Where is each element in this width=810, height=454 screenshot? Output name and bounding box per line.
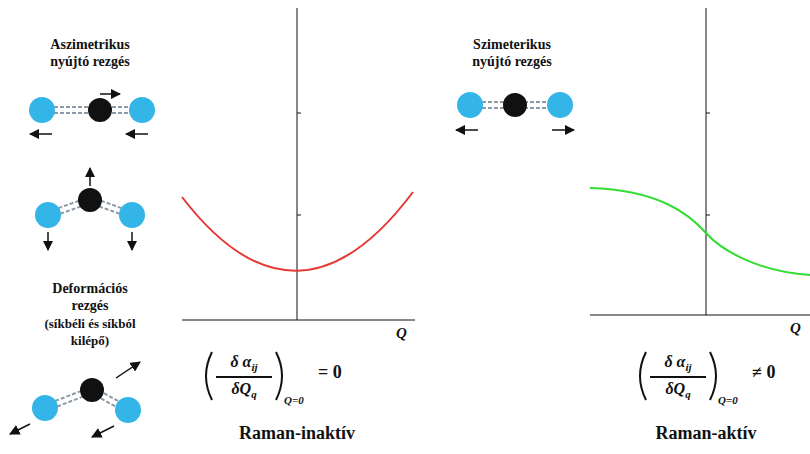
molecule-asymmetric [29, 94, 155, 134]
formula-part: ≠ 0 [752, 364, 775, 381]
formula-subscript: q [251, 385, 257, 403]
formula-part: = 0 [318, 364, 342, 381]
formula-part: δ α [664, 353, 685, 371]
plot-inactive [182, 8, 415, 320]
formula-row: δ αij [664, 353, 691, 372]
mode-heading: Deformációs rezgés [38, 280, 142, 314]
plot-active [590, 8, 810, 315]
formula-row: δQq [665, 380, 690, 399]
formula-brackets [206, 352, 282, 400]
formula-subscript: ij [685, 358, 691, 376]
formula-subscript: Q=0 [718, 392, 738, 409]
formula-subscript: ij [251, 358, 257, 376]
formula-subscript: Q=0 [284, 392, 304, 409]
mode-heading: Szimeterikus nyújtó rezgés [452, 36, 572, 70]
axis-label: Q [790, 320, 801, 337]
result-label: Raman-aktív [655, 425, 756, 442]
molecule-bending-out-of-plane [10, 362, 141, 437]
molecule-bending [35, 168, 145, 250]
mode-note: (síkbéli és síkból kilépő) [34, 315, 146, 349]
formula-row: δQq [231, 380, 256, 399]
axis-label: Q [396, 325, 407, 342]
formula-part: δQ [665, 380, 685, 398]
formula-subscript: q [685, 385, 691, 403]
formula-part: δ α [230, 353, 251, 371]
formula-brackets [640, 352, 716, 400]
mode-heading: Aszimetrikus nyújtó rezgés [30, 36, 150, 70]
result-label: Raman-inaktív [239, 425, 355, 442]
formula-part: δQ [231, 380, 251, 398]
molecule-symmetric [456, 92, 574, 130]
formula-row: δ αij [230, 353, 257, 372]
